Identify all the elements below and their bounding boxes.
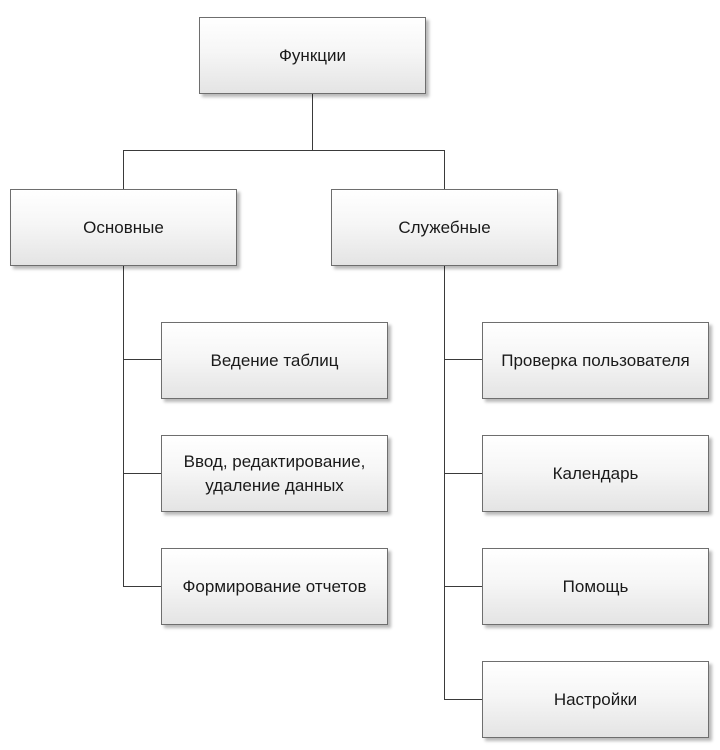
node-root-functions: Функции bbox=[199, 17, 426, 94]
node-kalendar-label: Календарь bbox=[552, 463, 639, 483]
node-formirovanie-otchetov: Формирование отчетов bbox=[161, 548, 388, 625]
node-branch-osnovnye-label: Основные bbox=[83, 217, 164, 237]
node-proverka-polzovatelya: Проверка пользователя bbox=[482, 322, 709, 399]
node-formirovanie-otchetov-label: Формирование отчетов bbox=[182, 576, 367, 596]
node-vedenie-tablic-label: Ведение таблиц bbox=[210, 350, 339, 370]
node-vvod-dannyh-label: Ввод, редактирование, удаление данных bbox=[183, 451, 366, 495]
connector-branch-bar bbox=[123, 150, 445, 151]
node-branch-sluzhebnye: Служебные bbox=[331, 189, 558, 266]
node-nastroyki: Настройки bbox=[482, 661, 709, 738]
connector-to-nastroyki bbox=[444, 699, 482, 700]
connector-to-sluzhebnye bbox=[444, 150, 445, 190]
node-vedenie-tablic: Ведение таблиц bbox=[161, 322, 388, 399]
connector-root-down bbox=[312, 93, 313, 150]
node-nastroyki-label: Настройки bbox=[553, 689, 638, 709]
connector-to-proverka bbox=[444, 359, 482, 360]
connector-osnovnye-spine bbox=[123, 266, 124, 586]
node-pomosch-label: Помощь bbox=[562, 576, 629, 596]
connector-to-vedenie bbox=[123, 359, 161, 360]
node-proverka-polzovatelya-label: Проверка пользователя bbox=[501, 350, 690, 370]
connector-to-vvod bbox=[123, 473, 161, 474]
node-kalendar: Календарь bbox=[482, 435, 709, 512]
node-pomosch: Помощь bbox=[482, 548, 709, 625]
node-vvod-dannyh: Ввод, редактирование, удаление данных bbox=[161, 435, 388, 512]
connector-to-formirovanie bbox=[123, 586, 161, 587]
connector-to-pomosch bbox=[444, 586, 482, 587]
connector-sluzhebnye-spine bbox=[444, 266, 445, 700]
node-branch-osnovnye: Основные bbox=[10, 189, 237, 266]
node-branch-sluzhebnye-label: Служебные bbox=[398, 217, 491, 237]
connector-to-osnovnye bbox=[123, 150, 124, 190]
connector-to-kalendar bbox=[444, 473, 482, 474]
node-root-label: Функции bbox=[279, 45, 346, 65]
